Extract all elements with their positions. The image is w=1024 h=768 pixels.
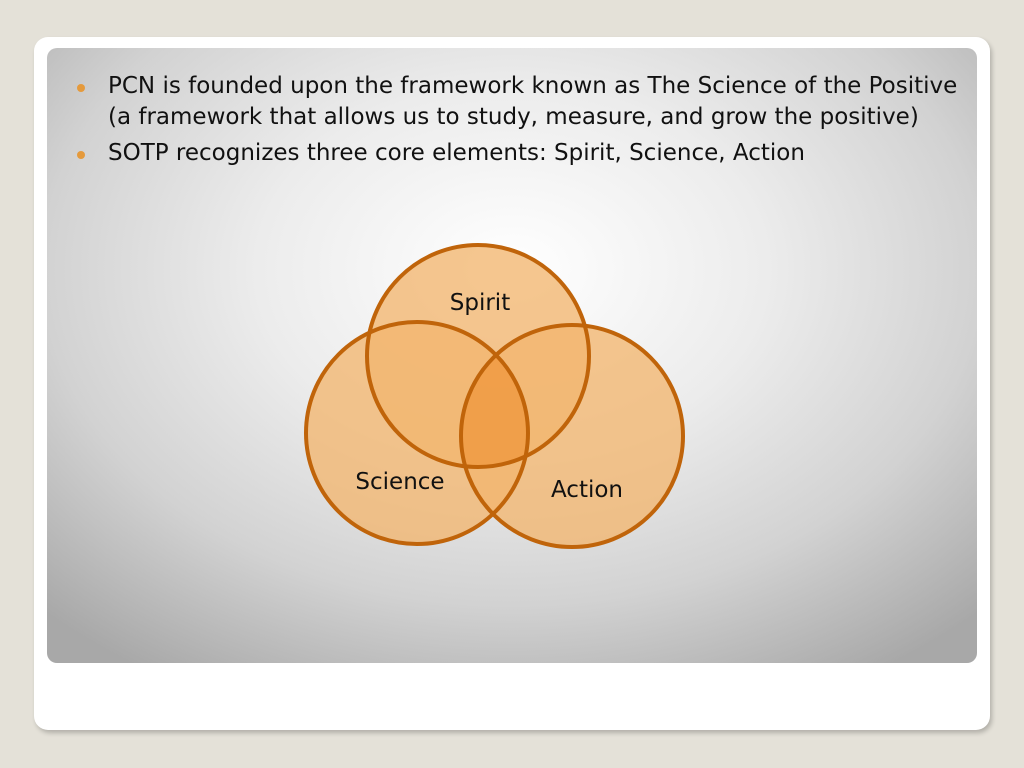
slide-content-panel: PCN is founded upon the framework known …	[47, 48, 977, 663]
bullet-dot-icon	[77, 151, 85, 159]
bullet-text-2: SOTP recognizes three core elements: Spi…	[108, 140, 805, 166]
venn-label-spirit: Spirit	[449, 290, 511, 316]
venn-diagram	[304, 243, 685, 549]
bullet-item-1: PCN is founded upon the framework known …	[77, 71, 965, 133]
action-circle-outline	[459, 323, 685, 549]
bullet-list: PCN is founded upon the framework known …	[77, 71, 965, 174]
venn-label-science: Science	[355, 469, 445, 495]
spirit-circle-outline	[365, 243, 591, 469]
venn-label-action: Action	[550, 477, 624, 503]
venn-outlines	[304, 243, 685, 549]
bullet-text-1: PCN is founded upon the framework known …	[108, 73, 958, 130]
science-circle-outline	[304, 320, 530, 546]
bullet-dot-icon	[77, 84, 85, 92]
bullet-item-2: SOTP recognizes three core elements: Spi…	[77, 138, 965, 169]
